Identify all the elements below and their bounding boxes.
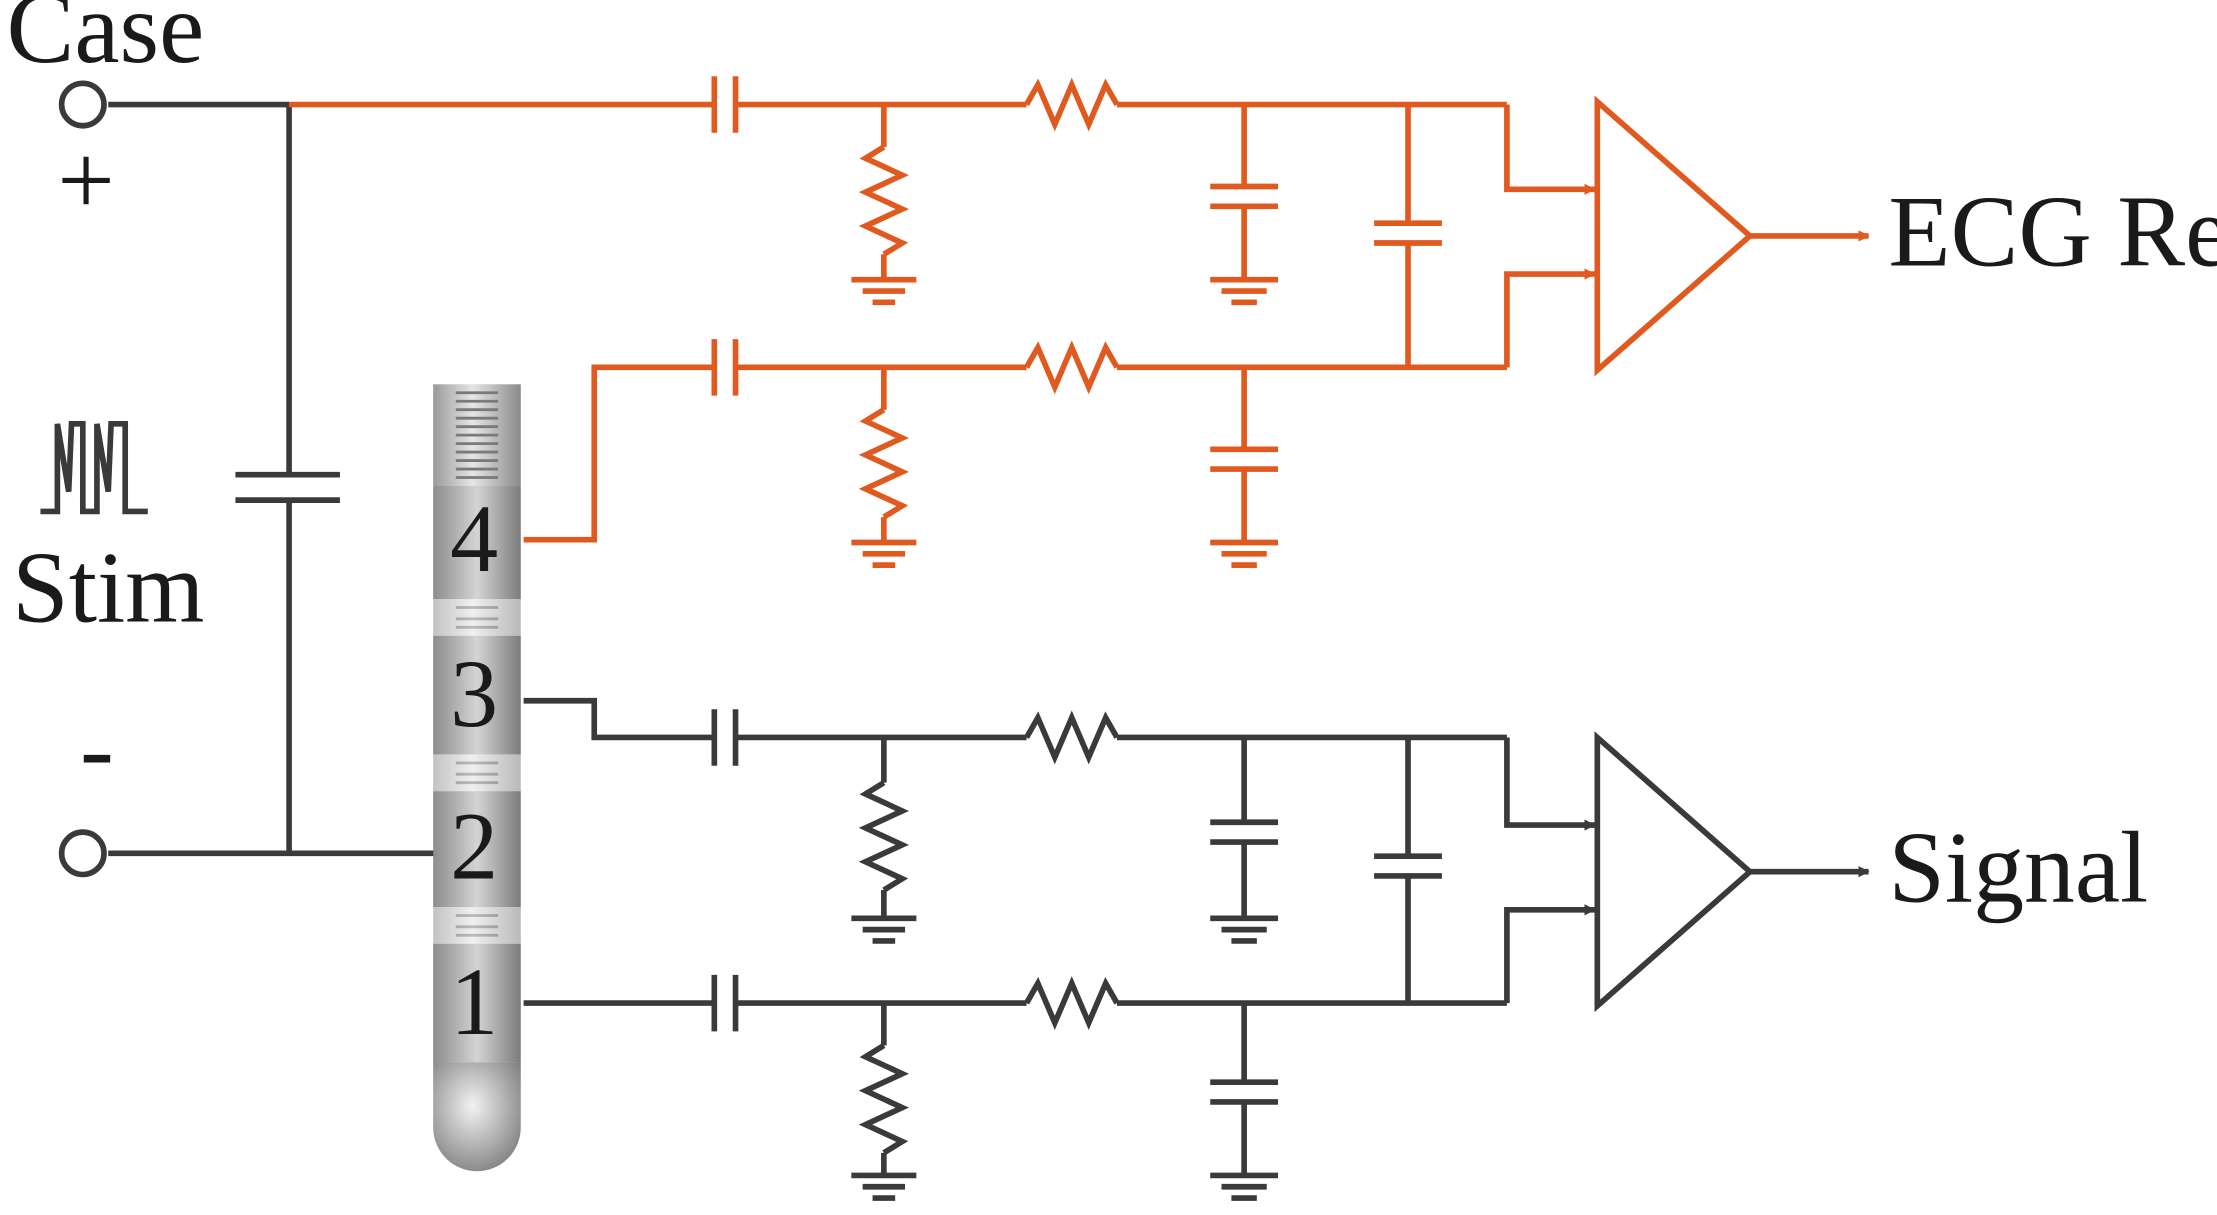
electrode-ring-2	[433, 791, 521, 908]
electrode-ring-4	[433, 486, 521, 600]
case-terminal	[58, 80, 107, 129]
electrode-ring-1	[433, 943, 521, 1063]
electrode-label-3: 3	[450, 640, 498, 747]
lead-body	[433, 384, 521, 1172]
ecg-reference-path	[289, 76, 1870, 568]
signal-path	[523, 697, 1870, 1201]
plus-label: +	[57, 125, 114, 238]
case-label: Case	[7, 0, 205, 85]
electrode-label-1: 1	[450, 948, 498, 1055]
ecg-ref-label: ECG Ref	[1888, 176, 2217, 289]
minus-label: -	[80, 693, 114, 806]
stim-label: Stim	[12, 532, 204, 645]
signal-label: Signal	[1888, 811, 2148, 924]
stim-section	[40, 101, 442, 857]
electrode-label-4: 4	[450, 485, 498, 592]
electrode-ring-3	[433, 635, 521, 755]
minus-terminal	[58, 829, 107, 878]
electrode-label-2: 2	[450, 793, 498, 900]
lead-tip	[433, 1062, 521, 1172]
